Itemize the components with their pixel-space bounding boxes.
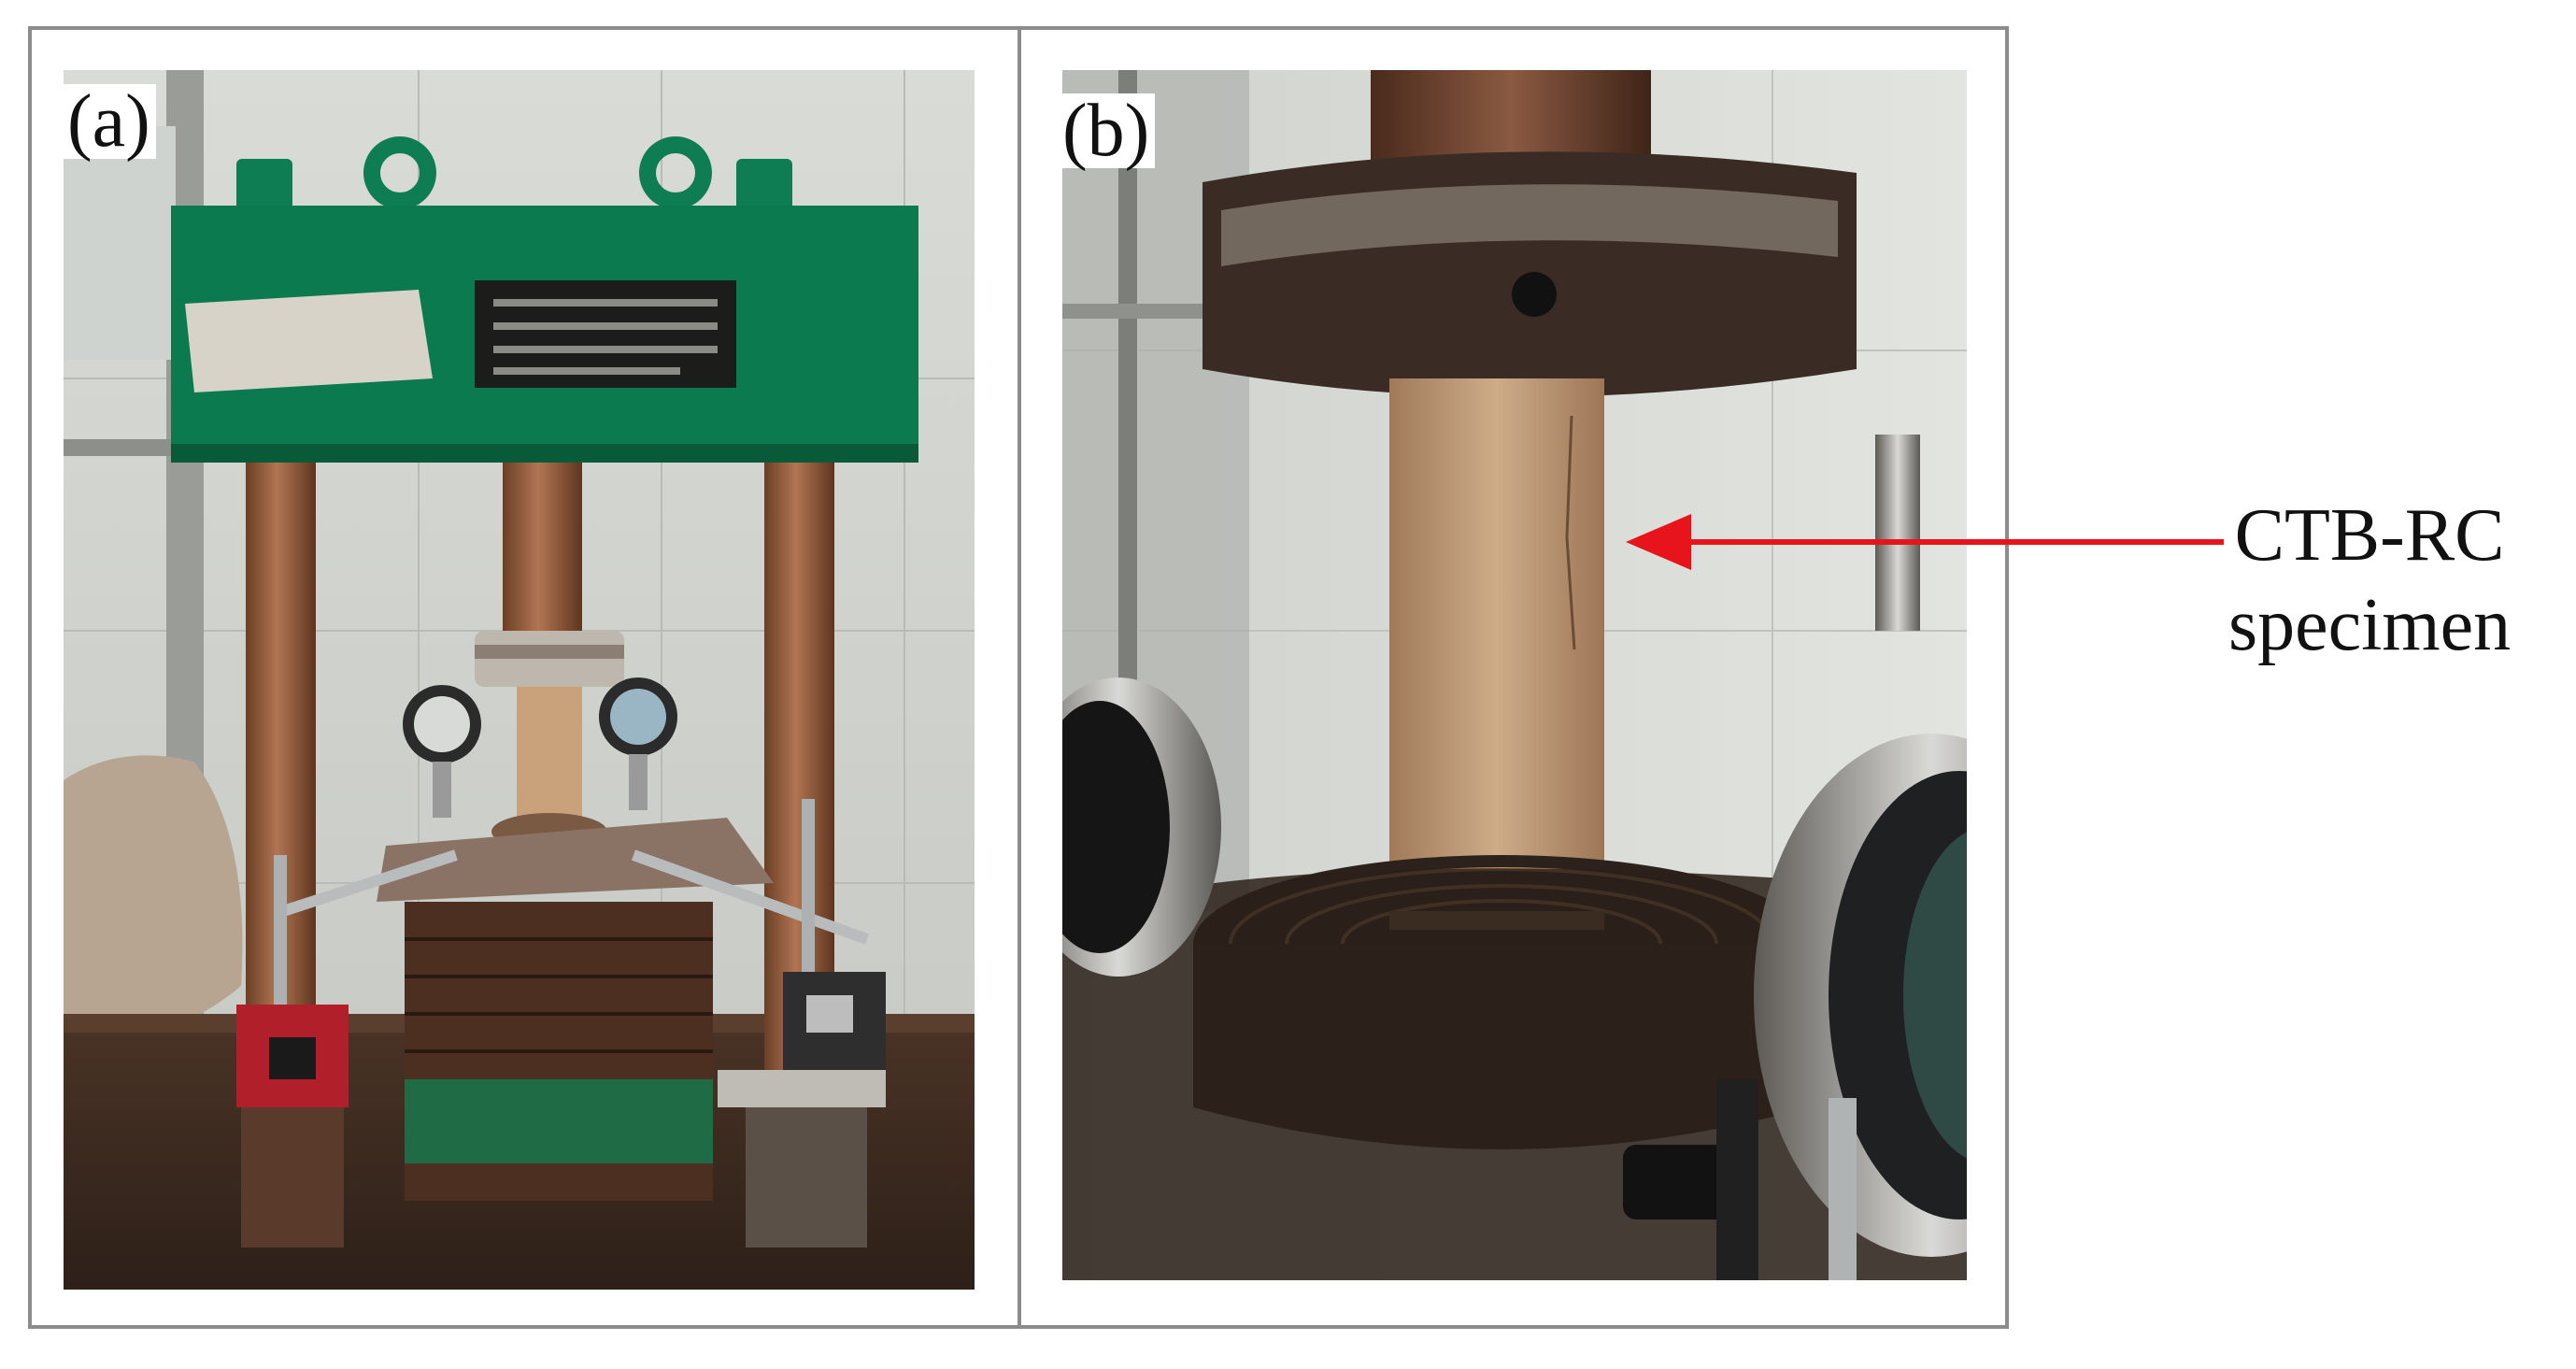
photo-specimen-closeup (1062, 70, 1967, 1280)
testing-machine-illustration (64, 70, 975, 1290)
photo-testing-machine (64, 70, 975, 1290)
panel-b-label: (b) (1057, 93, 1156, 168)
specimen-pointer-arrow (1626, 514, 2224, 570)
specimen-closeup-illustration (1062, 70, 1967, 1280)
annotation-line-1: CTB-RC (2234, 494, 2505, 577)
specimen-annotation: CTB-RC specimen (2228, 491, 2511, 670)
annotation-line-2: specimen (2228, 584, 2512, 666)
panel-a-label: (a) (62, 84, 156, 159)
